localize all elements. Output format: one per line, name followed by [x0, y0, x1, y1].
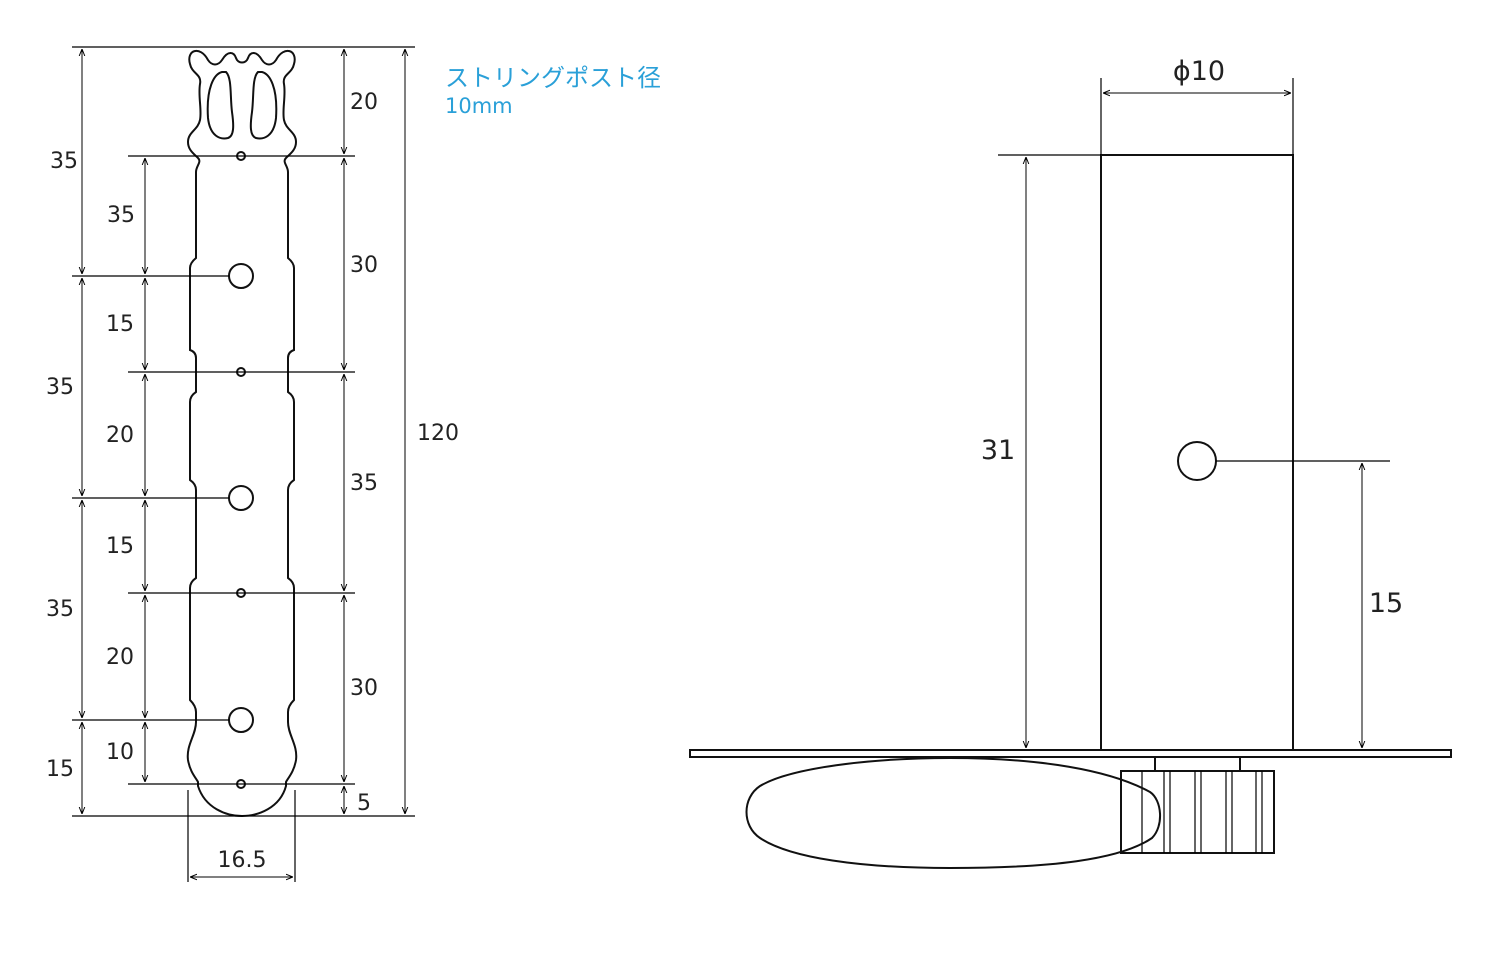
- dim-inner-1: 35: [107, 203, 135, 228]
- dim-right-4: 30: [350, 676, 378, 701]
- tuner-knob: [745, 756, 1161, 870]
- dim-right-2: 30: [350, 253, 378, 278]
- bushing: [1154, 756, 1241, 772]
- base-plate: [689, 749, 1452, 758]
- dim-inner-5: 20: [106, 645, 134, 670]
- post-dimension-lines: [1026, 93, 1362, 748]
- post-hole-2: [228, 485, 254, 511]
- dim-inner-2: 15: [106, 312, 134, 337]
- dim-left-2: 35: [46, 375, 74, 400]
- dim-left-4: 15: [46, 757, 74, 782]
- dim-inner-4: 15: [106, 534, 134, 559]
- string-post-side-view: [689, 154, 1452, 870]
- post-extension-lines: [998, 78, 1390, 462]
- dim-left-1: 35: [50, 149, 78, 174]
- dim-right-5: 5: [357, 791, 371, 816]
- string-hole: [1177, 441, 1217, 481]
- plate-dimension-lines: [82, 49, 405, 877]
- dim-right-1: 20: [350, 90, 378, 115]
- plate-extension-lines: [72, 46, 415, 882]
- dim-plate-width: 16.5: [218, 848, 267, 873]
- string-post: [1100, 154, 1294, 751]
- tuner-plate: [186, 49, 298, 818]
- post-hole-1: [228, 263, 254, 289]
- post-hole-3: [228, 707, 254, 733]
- dim-left-3: 35: [46, 597, 74, 622]
- plate-cutout-left: [206, 71, 235, 140]
- plate-dimension-labels: 35 35 35 15 35 15 20 15 20 10 20 30 35 3…: [46, 90, 459, 873]
- dim-inner-6: 10: [106, 740, 134, 765]
- plate-outline: [186, 49, 298, 818]
- dim-right-3: 35: [350, 471, 378, 496]
- dim-post-height: 31: [981, 435, 1015, 466]
- post-dimension-labels: ϕ10 31 15: [981, 56, 1403, 619]
- gear-housing: [1120, 770, 1275, 854]
- plate-cutout-right: [249, 71, 278, 140]
- string-post-diameter-label: ストリングポスト径: [445, 64, 661, 92]
- dim-hole-height: 15: [1369, 588, 1403, 619]
- dim-total-height: 120: [417, 421, 459, 446]
- dim-post-diameter: ϕ10: [1173, 56, 1225, 87]
- dim-inner-3: 20: [106, 423, 134, 448]
- string-post-diameter-value: 10mm: [445, 94, 513, 118]
